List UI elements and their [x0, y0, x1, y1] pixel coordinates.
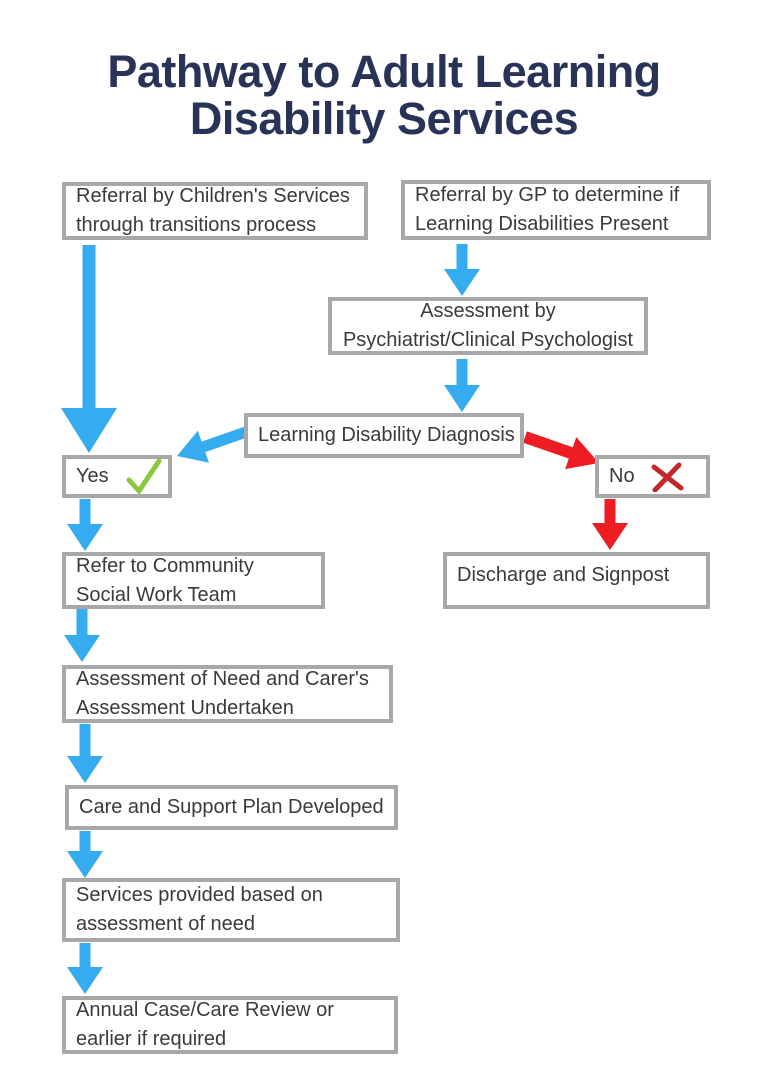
arrow-assessment-need-to-care-plan: [67, 724, 103, 783]
check-icon: [126, 458, 162, 495]
node-assessment-psychiatrist: Assessment by Psychiatrist/Clinical Psyc…: [328, 297, 648, 355]
node-referral-gp-line2: Learning Disabilities Present: [415, 213, 669, 235]
arrow-children-to-yes: [61, 245, 117, 453]
node-care-plan: Care and Support Plan Developed: [65, 785, 398, 830]
node-services-provided: Services provided based on assessment of…: [62, 878, 400, 942]
node-assessment-need-line1: Assessment of Need and Carer's: [76, 668, 369, 690]
page-title: Pathway to Adult Learning Disability Ser…: [0, 48, 768, 142]
node-care-plan-line1: Care and Support Plan Developed: [79, 796, 384, 818]
arrow-services-to-annual: [67, 943, 103, 994]
node-assessment-psychiatrist-line2: Psychiatrist/Clinical Psychologist: [342, 329, 634, 351]
node-yes: Yes: [62, 455, 172, 498]
node-refer-community-line2: Social Work Team: [76, 583, 237, 606]
node-refer-community: Refer to Community Social Work Team: [62, 552, 325, 609]
page-title-line2: Disability Services: [189, 93, 579, 144]
node-no-label: No: [609, 465, 635, 487]
node-yes-label: Yes: [76, 465, 109, 487]
node-services-provided-line1: Services provided based on: [76, 884, 323, 906]
arrow-gp-to-assessment: [444, 244, 480, 296]
arrow-assessment-to-diagnosis: [444, 359, 480, 412]
node-assessment-need-line2: Assessment Undertaken: [76, 697, 294, 719]
node-referral-children: Referral by Children's Services through …: [62, 182, 368, 240]
node-annual-review-line2: earlier if required: [76, 1028, 227, 1050]
node-services-provided-line2: assessment of need: [76, 913, 255, 935]
node-discharge: Discharge and Signpost: [443, 552, 710, 609]
node-annual-review: Annual Case/Care Review or earlier if re…: [62, 996, 398, 1054]
node-diagnosis-line1: Learning Disability Diagnosis: [258, 424, 515, 446]
node-assessment-psychiatrist-line1: Assessment by: [420, 300, 556, 322]
arrow-care-plan-to-services: [67, 831, 103, 878]
node-referral-gp-line1: Referral by GP to determine if: [415, 184, 680, 206]
page-title-line1: Pathway to Adult Learning: [107, 46, 661, 97]
node-assessment-need: Assessment of Need and Carer's Assessmen…: [62, 665, 393, 723]
node-refer-community-line1: Refer to Community: [76, 554, 254, 577]
arrow-yes-to-refer: [67, 499, 103, 551]
arrow-diagnosis-to-no: [523, 431, 599, 470]
arrow-diagnosis-to-yes: [177, 426, 248, 463]
arrow-refer-to-assessment-need: [64, 609, 100, 662]
node-diagnosis: Learning Disability Diagnosis: [244, 413, 524, 458]
node-no: No: [595, 455, 710, 498]
node-referral-children-line1: Referral by Children's Services: [76, 185, 350, 207]
node-discharge-line1: Discharge and Signpost: [457, 564, 670, 586]
node-referral-children-line2: through transitions process: [76, 214, 317, 236]
arrow-no-to-discharge: [592, 499, 628, 550]
node-annual-review-line1: Annual Case/Care Review or: [76, 999, 334, 1021]
node-referral-gp: Referral by GP to determine if Learning …: [401, 180, 711, 240]
cross-icon: [651, 462, 684, 492]
